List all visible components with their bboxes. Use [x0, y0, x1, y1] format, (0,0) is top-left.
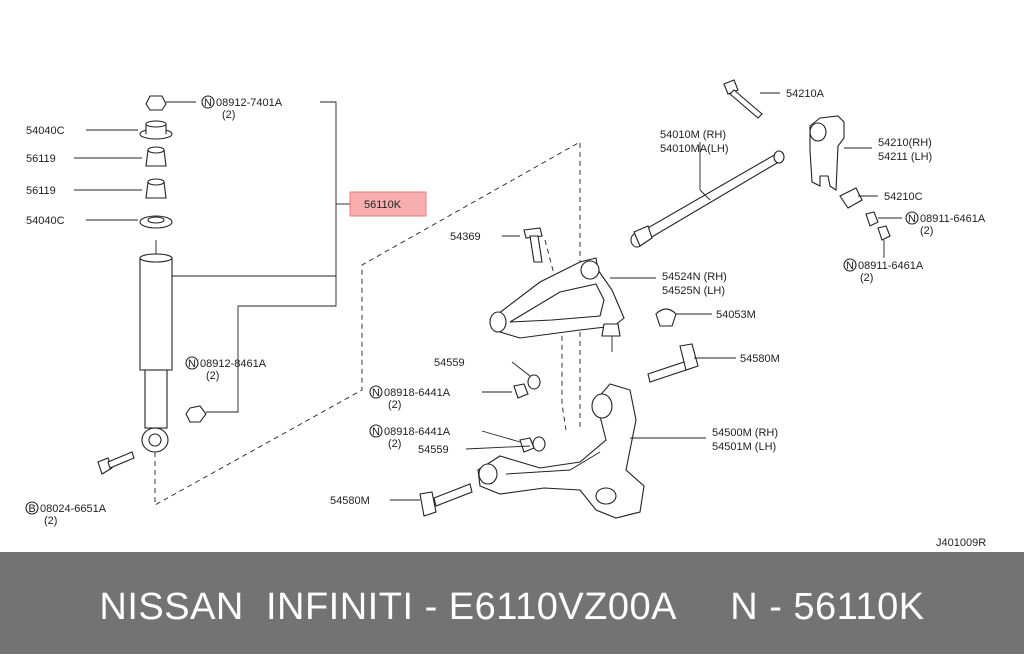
- label-washer1[interactable]: 54559: [434, 357, 465, 369]
- label-upper-arm-lh[interactable]: 54525N (LH): [662, 285, 725, 297]
- rubber-mount-lower: [86, 215, 173, 229]
- label-bolt-top-right[interactable]: 54210A: [786, 88, 825, 100]
- label-bolt-lower-arm-r[interactable]: 54580M: [740, 353, 780, 365]
- bushing-upper: [74, 146, 167, 167]
- lateral-rod: [630, 150, 785, 248]
- footer-title: NISSAN INFINITI - E6110VZ00A N - 56110K: [99, 586, 925, 628]
- label-bush-upper[interactable]: 56119: [26, 153, 56, 165]
- svg-text:N: N: [188, 358, 196, 370]
- label-nut-w1-qty: (2): [388, 399, 401, 411]
- label-bolt-bottom[interactable]: 08024-6651A: [40, 503, 107, 515]
- label-bush-lower[interactable]: 56119: [26, 185, 56, 197]
- label-absorber[interactable]: 56110K: [364, 199, 402, 211]
- label-cap[interactable]: 54210C: [884, 191, 923, 203]
- label-nut-r2[interactable]: 08911-6461A: [858, 260, 924, 272]
- bump-stopper: [655, 308, 712, 327]
- upper-arm: [489, 257, 656, 352]
- label-nut-r2-qty: (2): [860, 272, 873, 284]
- label-rod-lh[interactable]: 54010MA(LH): [660, 143, 728, 155]
- svg-text:N: N: [372, 387, 380, 399]
- bracket-nut-1: [865, 211, 902, 227]
- washer-lower: [519, 436, 546, 453]
- svg-text:N: N: [204, 97, 212, 109]
- label-nut-mid[interactable]: 08912-8461A: [200, 358, 267, 370]
- label-nut-r1-qty: (2): [920, 225, 933, 237]
- label-bolt-lower-arm-l[interactable]: 54580M: [330, 495, 370, 507]
- label-nut-mid-qty: (2): [206, 370, 219, 382]
- label-lower-arm-lh[interactable]: 54501M (LH): [712, 441, 776, 453]
- parts-diagram: N N B N N N N 56110K 08912-7401A (2) 540…: [25, 79, 986, 549]
- rod-bracket: [809, 115, 872, 191]
- svg-text:N: N: [846, 260, 854, 272]
- mark-n-top: N: [201, 95, 215, 109]
- label-nut-w1[interactable]: 08918-6441A: [384, 387, 451, 399]
- label-nut-w2-qty: (2): [388, 438, 401, 450]
- svg-text:N: N: [372, 426, 380, 438]
- mark-n-w2: N: [369, 424, 383, 438]
- label-bolt-bottom-qty: (2): [44, 515, 57, 527]
- label-washer2[interactable]: 54559: [418, 444, 449, 456]
- bracket-cap: [839, 187, 878, 209]
- label-nut-top[interactable]: 08912-7401A: [216, 97, 283, 109]
- label-upper-arm-rh[interactable]: 54524N (RH): [662, 271, 727, 283]
- label-rod-rh[interactable]: 54010M (RH): [660, 129, 726, 141]
- label-rubber-lower[interactable]: 54040C: [26, 215, 65, 227]
- label-nut-r1[interactable]: 08911-6461A: [920, 213, 986, 225]
- bracket-nut-2: [877, 225, 891, 258]
- label-bolt-upper-arm[interactable]: 54369: [450, 231, 481, 243]
- bushing-lower: [74, 178, 167, 199]
- lower-mount-bolt: [97, 451, 135, 475]
- mark-n-w1: N: [369, 385, 383, 399]
- mark-n-right2: N: [843, 258, 857, 272]
- lower-arm: [477, 383, 706, 519]
- mark-n-right1: N: [905, 211, 919, 225]
- label-nut-top-qty: (2): [222, 109, 235, 121]
- top-nut: [145, 95, 196, 111]
- diagram-code: J401009R: [936, 537, 986, 549]
- shock-absorber-body: [139, 240, 173, 453]
- washer-upper: [511, 361, 541, 399]
- label-bracket-lh[interactable]: 54211 (LH): [878, 151, 932, 163]
- mark-n-mid: N: [185, 356, 199, 370]
- upper-arm-bolt: [502, 227, 543, 263]
- highlight-callout: [349, 191, 427, 217]
- mid-nut: [185, 405, 207, 423]
- label-bump[interactable]: 54053M: [716, 309, 756, 321]
- label-nut-w2[interactable]: 08918-6441A: [384, 426, 451, 438]
- rubber-mount-upper: [86, 120, 173, 140]
- top-bolt: [723, 79, 780, 119]
- footer-bar: NISSAN INFINITI - E6110VZ00A N - 56110K: [0, 552, 1024, 654]
- lower-arm-bolt-left: [390, 483, 473, 517]
- svg-text:B: B: [28, 503, 35, 515]
- label-lower-arm-rh[interactable]: 54500M (RH): [712, 427, 778, 439]
- lower-arm-bolt-right: [647, 343, 736, 383]
- svg-text:N: N: [908, 213, 916, 225]
- mark-b-bottom: B: [25, 501, 39, 515]
- label-rubber-upper[interactable]: 54040C: [26, 125, 65, 137]
- label-bracket-rh[interactable]: 54210(RH): [878, 137, 932, 149]
